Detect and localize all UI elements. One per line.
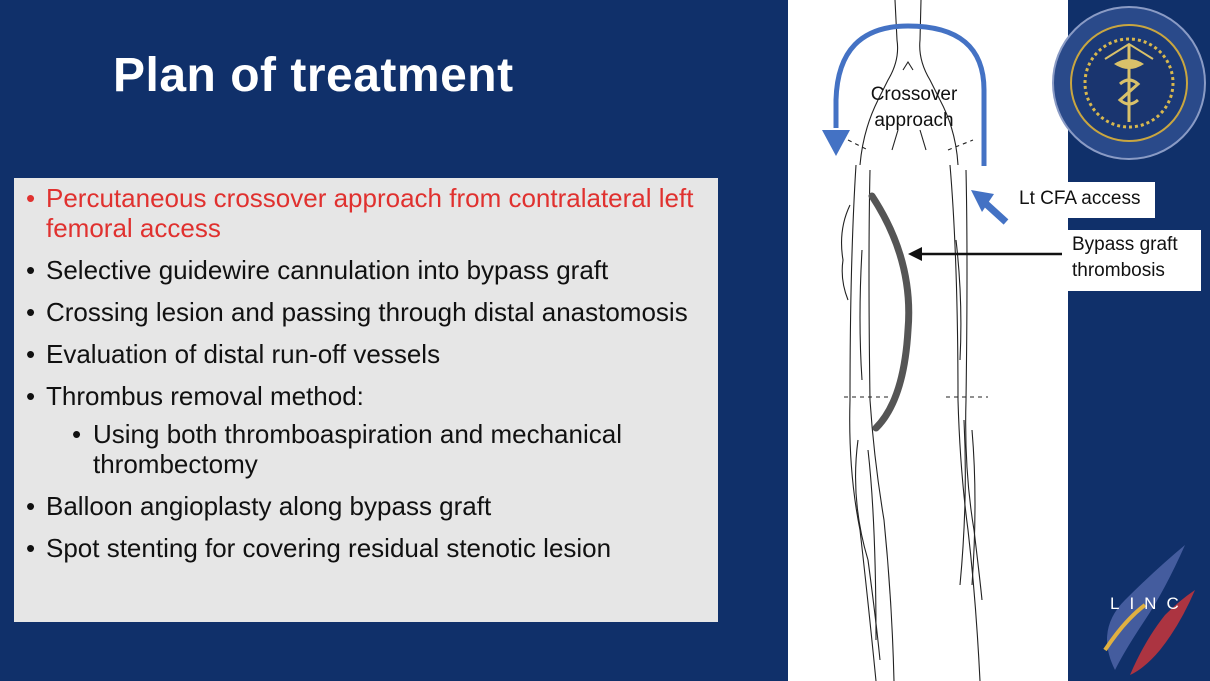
cfa-access-arrowhead (971, 190, 994, 212)
bullet-item: • Thrombus removal method: (14, 381, 718, 411)
bullet-item: • Evaluation of distal run-off vessels (14, 339, 718, 369)
bullet-item: • Spot stenting for covering residual ste… (14, 533, 718, 563)
bullet-glyph: • (26, 297, 36, 327)
right-leg-inner (868, 169, 895, 681)
linc-logo (1103, 545, 1195, 675)
bullet-text: Crossing lesion and passing through dist… (46, 297, 688, 327)
bullet-text: Evaluation of distal run-off vessels (46, 339, 441, 369)
bypass-graft-thrombosis-label: Bypass graft thrombosis (1062, 230, 1201, 291)
department-seal-logo (1052, 6, 1206, 160)
sub-bullet-item: • Using both thromboaspiration and mechan… (14, 419, 718, 479)
bullet-glyph: • (26, 183, 36, 213)
bullet-text: Thrombus removal method: (46, 381, 364, 411)
bullet-glyph: • (26, 533, 36, 563)
bullet-item: • Crossing lesion and passing through dis… (14, 297, 718, 327)
right-leg-outer (849, 164, 877, 681)
bullet-text: Balloon angioplasty along bypass graft (46, 491, 492, 521)
lt-cfa-access-label: Lt CFA access (1009, 182, 1155, 218)
bullet-box: • Percutaneous crossover approach from co… (14, 178, 718, 622)
crossover-arrow (833, 23, 987, 166)
vessel-drawing (822, 0, 1068, 681)
bullet-text: Spot stenting for covering residual sten… (46, 533, 612, 563)
left-leg-inner (965, 169, 983, 601)
bullet-glyph: • (26, 491, 36, 521)
bullet-glyph: • (72, 419, 82, 449)
aorta-right-wall (919, 0, 941, 101)
bullet-glyph: • (26, 255, 36, 285)
bullet-item: • Selective guidewire cannulation into by… (14, 255, 718, 285)
bullet-text: Percutaneous crossover approach from con… (46, 183, 694, 243)
linc-wordmark: LINC (1110, 594, 1189, 613)
left-leg-outer (949, 164, 981, 681)
bullet-list: • Percutaneous crossover approach from co… (14, 183, 718, 575)
bullet-text: Using both thromboaspiration and mechani… (93, 419, 622, 479)
thrombosis-pointer-head (908, 247, 922, 261)
bullet-glyph: • (26, 381, 36, 411)
bullet-item: • Balloon angioplasty along bypass graft (14, 491, 718, 521)
cfa-access-arrow (981, 199, 1009, 225)
slide-title: Plan of treatment (113, 49, 514, 102)
aorta-left-wall (877, 0, 899, 101)
crossover-arrowhead (822, 130, 850, 156)
bullet-glyph: • (26, 339, 36, 369)
bullet-text: Selective guidewire cannulation into byp… (46, 255, 609, 285)
crossover-approach-label: Crossover approach (870, 84, 958, 131)
bypass-graft (868, 192, 913, 432)
bullet-item: • Percutaneous crossover approach from co… (14, 183, 718, 243)
leg-vessel-diagram (788, 0, 1068, 681)
